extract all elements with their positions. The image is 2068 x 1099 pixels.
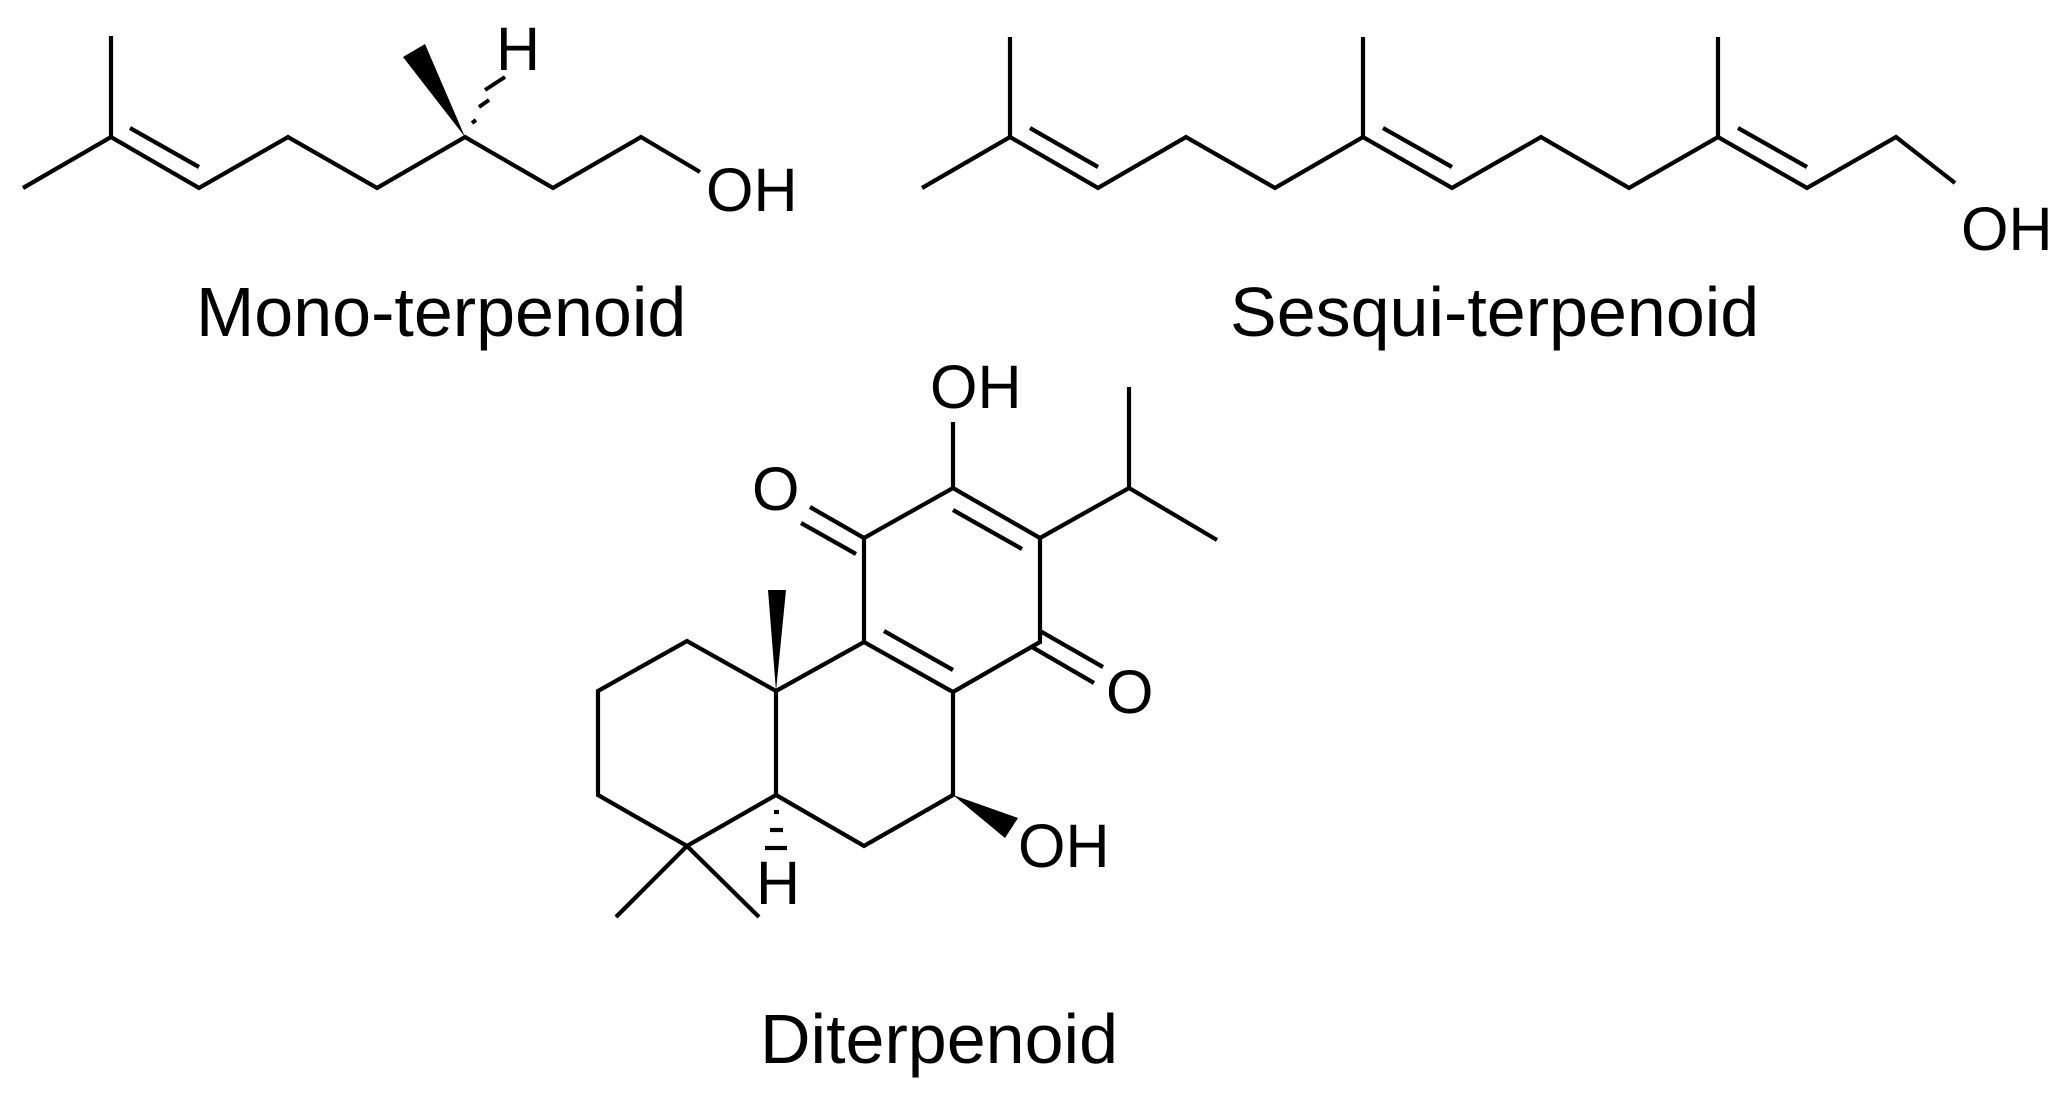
enol-hydroxyl-label: OH [930, 353, 1022, 421]
mono-carbon-chain [21, 134, 702, 191]
ring-c-double-bond-top [951, 508, 1024, 551]
isopropyl-bonds [1038, 485, 1219, 542]
ring-c-bonds [861, 485, 1043, 694]
gem-methyl-bond-1 [614, 844, 689, 919]
carbonyl-right-bond-1 [1038, 629, 1105, 669]
ring-junction-hash-bond [765, 809, 787, 851]
sesqui-double-bond-inner-3 [1736, 126, 1809, 169]
gem-methyl-bond-2 [685, 844, 761, 919]
ring-junction-h-label: H [756, 849, 800, 917]
mono-hash-bond [470, 75, 507, 125]
carbonyl-left-o-label: O [752, 455, 799, 523]
ring-c-double-bond-bottom [882, 629, 955, 672]
carbonyl-left-bond-1 [808, 505, 866, 540]
secondary-hydroxyl-wedge [953, 795, 1018, 838]
diterpenoid-structure: O O OH H OH Diterpenoid [595, 353, 1219, 1078]
mono-hydroxyl-label: OH [706, 156, 798, 224]
sesqui-carbon-chain [920, 134, 1957, 191]
sesqui-terpenoid-structure: OH Sesqui-terpenoid [920, 37, 2053, 351]
mono-stereo-h-label: H [496, 15, 540, 83]
mono-terpenoid-structure: H OH Mono-terpenoid [21, 15, 798, 351]
carbonyl-left-bond-2 [799, 521, 858, 556]
mono-wedge-bond [403, 44, 465, 137]
carbonyl-right-bond-2 [1030, 645, 1096, 685]
mono-terpenoid-caption: Mono-terpenoid [196, 273, 686, 351]
sesqui-double-bond-inner-2 [1381, 126, 1454, 169]
mono-double-bond-inner [128, 126, 201, 169]
sesqui-hydroxyl-label: OH [1961, 195, 2053, 263]
ring-b-bonds [774, 639, 956, 849]
secondary-hydroxyl-label: OH [1018, 812, 1110, 880]
sesqui-double-bond-inner-1 [1028, 126, 1100, 169]
diterpenoid-caption: Diterpenoid [760, 1000, 1118, 1078]
ring-a-bonds [595, 638, 779, 849]
carbonyl-right-o-label: O [1106, 658, 1153, 726]
angular-methyl-wedge [768, 590, 786, 691]
sesqui-terpenoid-caption: Sesqui-terpenoid [1230, 273, 1759, 351]
